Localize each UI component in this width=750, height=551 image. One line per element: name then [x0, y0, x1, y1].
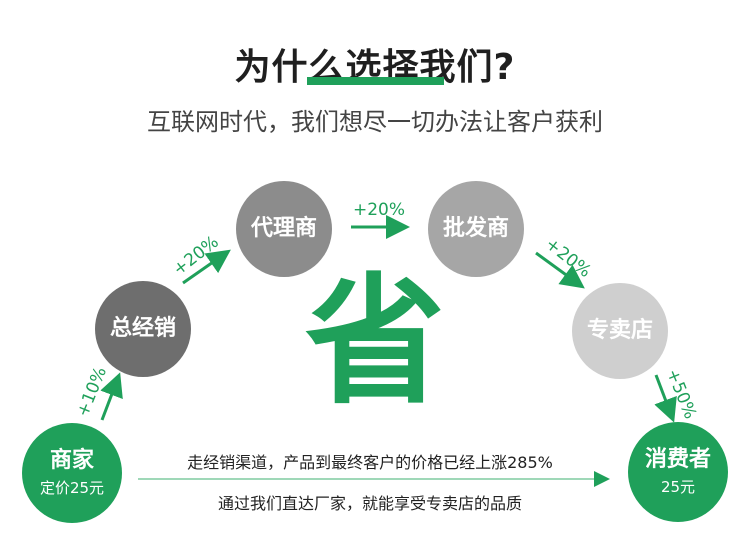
- node-general-distributor: 总经销: [95, 281, 191, 377]
- node-wholesaler: 批发商: [428, 181, 524, 277]
- center-save-character: 省: [304, 261, 445, 424]
- merchant-price: 定价25元: [39, 478, 105, 497]
- agent-label: 代理商: [250, 215, 317, 241]
- direct-channel-note: 通过我们直达厂家，就能享受专卖店的品质: [217, 494, 522, 513]
- consumer-price: 25元: [660, 477, 696, 496]
- arrow-store-to-consumer: [654, 374, 677, 423]
- arrow-distributor-to-agent: [182, 249, 231, 285]
- node-merchant: 商家 定价25元: [22, 423, 122, 523]
- arrow-wholesaler-to-store: [535, 251, 585, 289]
- consumer-label: 消费者: [644, 447, 711, 473]
- general-distributor-label: 总经销: [109, 315, 176, 341]
- markup-agent-to-wholesaler: +20%: [353, 200, 406, 220]
- node-retail-store: 专卖店: [572, 283, 668, 379]
- node-agent: 代理商: [236, 181, 332, 277]
- page-subtitle: 互联网时代，我们想尽一切办法让客户获利: [147, 108, 603, 136]
- node-consumer: 消费者 25元: [628, 422, 728, 522]
- traditional-channel-note: 走经销渠道，产品到最终客户的价格已经上涨285%: [187, 453, 553, 472]
- merchant-label: 商家: [49, 448, 94, 474]
- arrow-merchant-to-distributor: [100, 372, 123, 421]
- wholesaler-label: 批发商: [442, 215, 509, 241]
- retail-store-label: 专卖店: [586, 317, 653, 343]
- title-underline: [307, 77, 444, 85]
